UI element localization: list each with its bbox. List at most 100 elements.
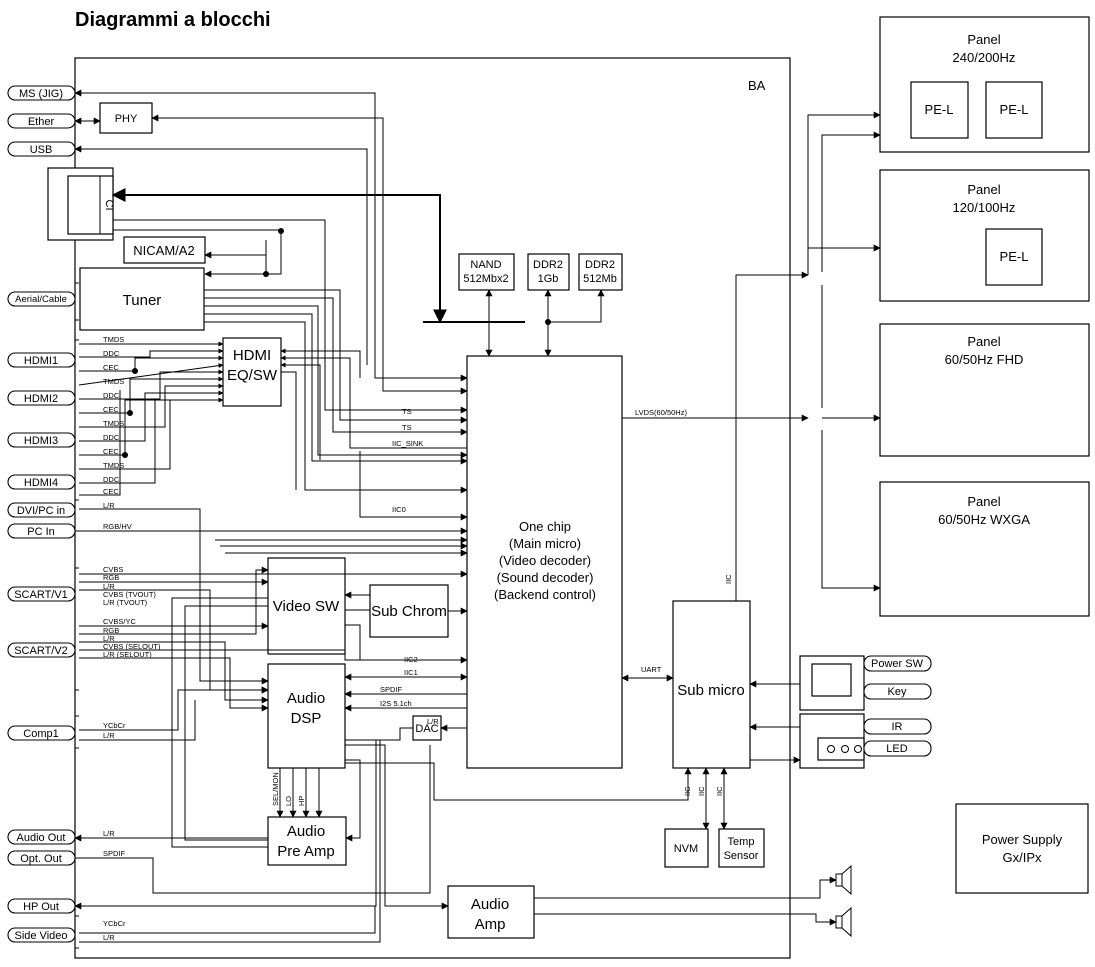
panel-240-200hz: Panel 240/200Hz PE-L PE-L xyxy=(879,16,1090,153)
ci-slot: CI xyxy=(47,167,115,241)
svg-text:TMDS: TMDS xyxy=(103,335,124,344)
svg-text:DDR2: DDR2 xyxy=(585,259,615,271)
svg-text:DSP: DSP xyxy=(291,710,322,727)
svg-text:YCbCr: YCbCr xyxy=(103,721,126,730)
block-nand: NAND 512Mbx2 xyxy=(458,253,515,291)
block-video-sw: Video SW xyxy=(267,557,346,655)
wiring xyxy=(74,89,881,943)
svg-text:RGB: RGB xyxy=(103,626,119,635)
svg-text:240/200Hz: 240/200Hz xyxy=(953,50,1016,65)
label-aerial: Aerial/Cable xyxy=(15,294,67,305)
label-dvi-pc: DVI/PC in xyxy=(17,505,65,517)
block-sub-micro: Sub micro xyxy=(672,600,751,769)
svg-text:CEC: CEC xyxy=(103,447,119,456)
svg-text:CEC: CEC xyxy=(103,405,119,414)
svg-text:IIC_SINK: IIC_SINK xyxy=(392,439,423,448)
svg-text:CVBS/YC: CVBS/YC xyxy=(103,617,137,626)
svg-text:512Mb: 512Mb xyxy=(583,273,617,285)
svg-text:DDC: DDC xyxy=(103,433,120,442)
svg-text:Pre Amp: Pre Amp xyxy=(277,843,335,860)
svg-text:IIC2: IIC2 xyxy=(404,655,418,664)
label-comp1: Comp1 xyxy=(23,728,58,740)
left-connectors: MS (JIG) Ether USB Aerial/Cable HDMI1 HD… xyxy=(7,85,79,949)
ba-board xyxy=(74,57,791,959)
label-scart-v1: SCART/V1 xyxy=(14,589,68,601)
block-one-chip: One chip (Main micro) (Video decoder) (S… xyxy=(466,355,623,769)
svg-text:L/R: L/R xyxy=(103,582,115,591)
block-audio-dsp: Audio DSP xyxy=(267,663,346,769)
svg-text:PE-L: PE-L xyxy=(1000,249,1029,264)
svg-text:512Mbx2: 512Mbx2 xyxy=(463,273,508,285)
block-hdmi-sw: HDMI EQ/SW xyxy=(222,337,282,407)
svg-text:L/R: L/R xyxy=(103,634,115,643)
svg-text:YCbCr: YCbCr xyxy=(103,919,126,928)
svg-text:120/100Hz: 120/100Hz xyxy=(953,200,1016,215)
svg-text:CVBS (SELOUT): CVBS (SELOUT) xyxy=(103,642,161,651)
svg-text:SPDIF: SPDIF xyxy=(103,849,126,858)
svg-text:UART: UART xyxy=(641,665,662,674)
label-usb: USB xyxy=(30,144,53,156)
svg-text:DDC: DDC xyxy=(103,349,120,358)
diagram-title: Diagrammi a blocchi xyxy=(75,9,271,31)
label-power-sw: Power SW xyxy=(871,658,924,670)
svg-text:SPDIF: SPDIF xyxy=(380,685,403,694)
svg-text:RGB/HV: RGB/HV xyxy=(103,522,132,531)
label-scart-v2: SCART/V2 xyxy=(14,645,68,657)
power-supply: Power Supply Gx/IPx xyxy=(955,803,1089,894)
svg-text:Sensor: Sensor xyxy=(724,850,759,862)
label-audio-out: Audio Out xyxy=(17,832,66,844)
pe-l-box-c xyxy=(985,228,1043,286)
label-opt-out: Opt. Out xyxy=(20,853,62,865)
svg-text:L/R: L/R xyxy=(103,501,115,510)
svg-text:DDR2: DDR2 xyxy=(533,259,563,271)
svg-text:CVBS (TVOUT): CVBS (TVOUT) xyxy=(103,590,156,599)
svg-text:EQ/SW: EQ/SW xyxy=(227,367,278,384)
svg-text:One chip: One chip xyxy=(519,519,571,534)
label-ms-jig: MS (JIG) xyxy=(19,88,63,100)
svg-text:HDMI: HDMI xyxy=(233,347,271,364)
block-audio-amp: Audio Amp xyxy=(447,885,535,939)
label-hdmi2: HDMI2 xyxy=(24,393,58,405)
svg-text:TS: TS xyxy=(402,423,412,432)
svg-text:TMDS: TMDS xyxy=(103,461,124,470)
label-led: LED xyxy=(886,743,907,755)
svg-text:NAND: NAND xyxy=(470,259,501,271)
svg-text:DDC: DDC xyxy=(103,475,120,484)
panel-60-50hz-wxga: Panel 60/50Hz WXGA xyxy=(879,481,1090,617)
svg-text:(Backend control): (Backend control) xyxy=(494,587,596,602)
label-ether: Ether xyxy=(28,116,55,128)
ci-label: CI xyxy=(103,200,115,211)
svg-text:LO: LO xyxy=(284,796,293,806)
svg-text:Panel: Panel xyxy=(967,32,1000,47)
svg-text:Audio: Audio xyxy=(471,896,509,913)
svg-text:IIC: IIC xyxy=(724,574,733,584)
svg-text:CEC: CEC xyxy=(103,487,119,496)
label-key: Key xyxy=(888,686,907,698)
signal-labels: TMDS DDC CEC TMDS DDC CEC TMDS DDC CEC T… xyxy=(103,335,733,942)
svg-text:TMDS: TMDS xyxy=(103,377,124,386)
power-key-module: Power SW Key xyxy=(799,655,932,711)
svg-text:Tuner: Tuner xyxy=(123,292,162,309)
label-ir: IR xyxy=(892,721,903,733)
block-tuner: Tuner xyxy=(79,267,205,331)
svg-text:Sub micro: Sub micro xyxy=(677,682,745,699)
svg-text:(Video decoder): (Video decoder) xyxy=(499,553,591,568)
svg-text:RGB: RGB xyxy=(103,573,119,582)
svg-text:60/50Hz WXGA: 60/50Hz WXGA xyxy=(938,512,1030,527)
svg-text:Audio: Audio xyxy=(287,690,325,707)
block-sub-chrom: Sub Chrom xyxy=(369,584,449,638)
svg-text:Sub Chrom: Sub Chrom xyxy=(371,603,447,620)
svg-text:CEC: CEC xyxy=(103,363,119,372)
svg-text:PE-L: PE-L xyxy=(925,102,954,117)
svg-text:PE-L: PE-L xyxy=(1000,102,1029,117)
svg-text:TS: TS xyxy=(402,407,412,416)
block-ddr2-512mb: DDR2 512Mb xyxy=(578,253,623,291)
svg-text:IIC: IIC xyxy=(697,786,706,796)
svg-text:Panel: Panel xyxy=(967,334,1000,349)
svg-text:TMDS: TMDS xyxy=(103,419,124,428)
svg-text:Gx/IPx: Gx/IPx xyxy=(1002,850,1042,865)
svg-text:NVM: NVM xyxy=(674,843,698,855)
pe-l-box-b xyxy=(985,81,1043,139)
svg-text:IIC0: IIC0 xyxy=(392,505,406,514)
